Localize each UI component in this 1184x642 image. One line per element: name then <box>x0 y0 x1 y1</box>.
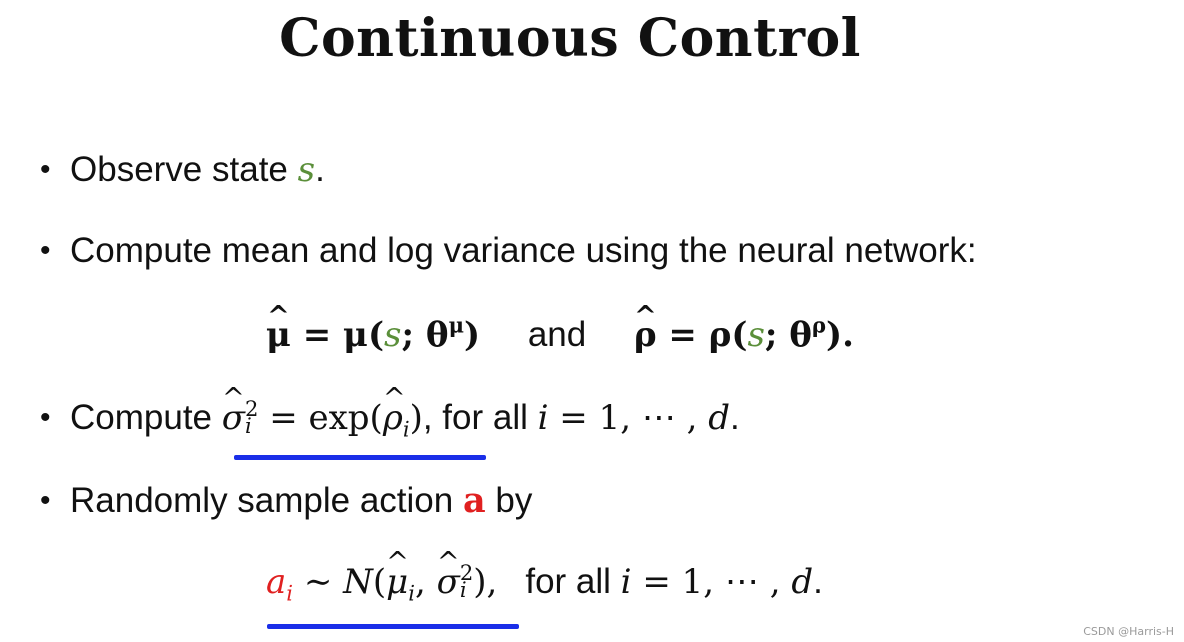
slide-title: Continuous Control <box>279 8 861 69</box>
index-range: = 1, ⋯ , <box>548 398 709 438</box>
bullet-observe-state: • Observe state s. <box>40 150 325 190</box>
sample-equation: ai ∼ N(μi, σ2i), <box>266 547 497 605</box>
bullet-text: Randomly sample action <box>70 481 463 520</box>
equation-end: . <box>813 562 823 601</box>
bullet-dot: • <box>40 401 51 434</box>
index-var: i <box>620 562 632 602</box>
index-range: = 1, ⋯ , <box>631 562 792 602</box>
bullet-dot: • <box>40 484 51 517</box>
equation-sample: ai ∼ N(μi, σ2i), for all i = 1, ⋯ , d. <box>266 547 823 605</box>
bullet-text: Observe state <box>70 150 298 189</box>
sample-underline <box>267 624 519 629</box>
bullet-text: Compute <box>70 398 222 437</box>
bullet-dot: • <box>40 153 51 186</box>
equation-mean-logvar: μ = μ(s; θμ) and ρ = ρ(s; θρ). <box>266 300 854 355</box>
rho-hat-equation: ρ = ρ(s; θρ). <box>634 300 854 355</box>
sigma-squared-equation: σ2i = exp(ρi) <box>222 383 423 441</box>
bullet-text: Compute mean and log variance using the … <box>70 231 977 270</box>
bullet-end: by <box>485 481 533 520</box>
bullet-dot: • <box>40 234 51 267</box>
for-all-text: for all <box>525 562 621 601</box>
state-variable: s <box>297 150 316 190</box>
bullet-end: . <box>730 398 740 437</box>
bullet-compute-sigma: • Compute σ2i = exp(ρi), for all i = 1, ⋯… <box>40 383 740 441</box>
bullet-sample-action: • Randomly sample action a by <box>40 480 532 521</box>
bullet-compute-mean-logvar: • Compute mean and log variance using the… <box>40 231 977 271</box>
watermark: CSDN @Harris-H <box>1083 625 1174 638</box>
and-word: and <box>527 314 587 354</box>
bullet-end: . <box>315 150 325 189</box>
dimension-var: d <box>708 398 731 438</box>
for-all-text: , for all <box>422 398 538 437</box>
mu-hat-equation: μ = μ(s; θμ) <box>266 300 480 355</box>
sigma-underline <box>234 455 486 460</box>
action-variable: a <box>462 480 486 521</box>
index-var: i <box>537 398 549 438</box>
dimension-var: d <box>791 562 814 602</box>
